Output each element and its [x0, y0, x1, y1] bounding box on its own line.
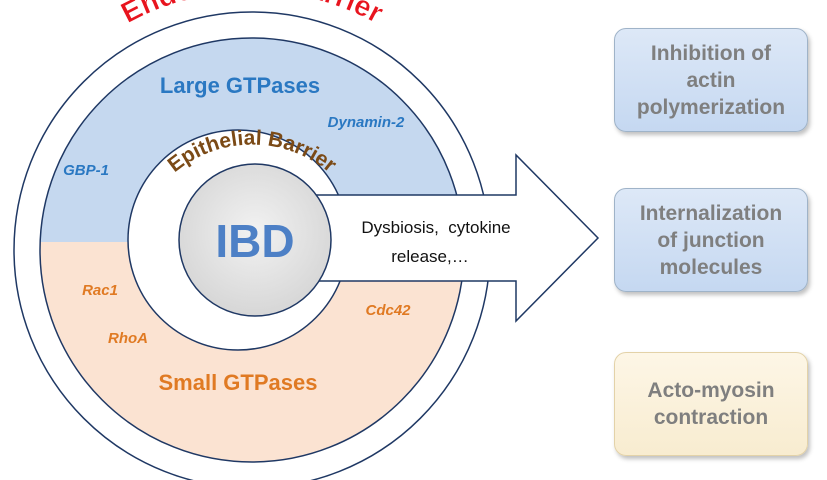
ibd-label: IBD [215, 215, 294, 267]
large-gtpase-item: GBP-1 [63, 162, 109, 179]
arrow-text-line2: release,… [391, 247, 468, 266]
ibd-core [178, 163, 332, 317]
effect-box-actin-inhibition: Inhibition of actin polymerization [614, 28, 808, 132]
small-gtpase-item: Cdc42 [365, 302, 411, 319]
arrow-shape [299, 153, 600, 323]
effect-box-actomyosin-contraction: Acto-myosin contraction [614, 352, 808, 456]
diagram-canvas: Endothelial Barrier Epithelial Barrier L… [13, 0, 600, 480]
small-gtpase-item: Rac1 [82, 282, 118, 299]
large-gtpase-item: Dynamin-2 [328, 114, 405, 131]
effect-box-junction-internalization: Internalization of junction molecules [614, 188, 808, 292]
arrow-text-line1: Dysbiosis, cytokine [361, 218, 510, 237]
large-gtpases-title: Large GTPases [160, 73, 320, 98]
small-gtpase-item: RhoA [108, 330, 148, 347]
small-gtpases-title: Small GTPases [159, 370, 318, 395]
